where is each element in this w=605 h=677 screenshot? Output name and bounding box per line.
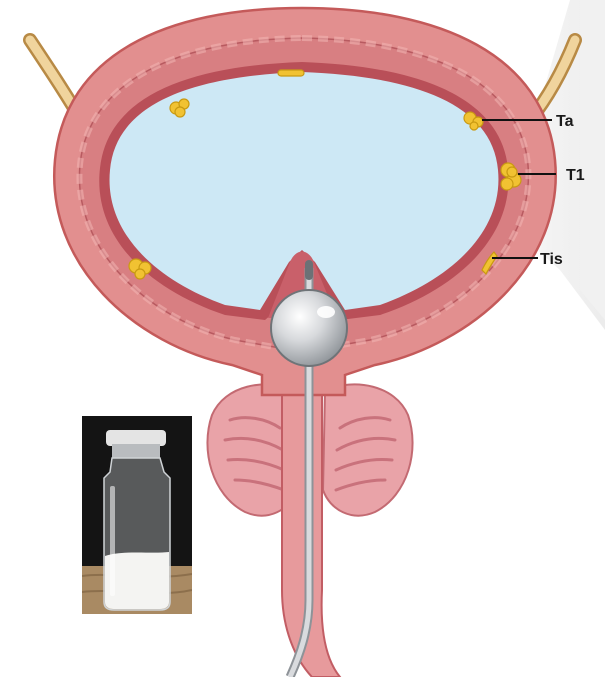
label-ta: Ta [556,113,574,130]
label-tis: Tis [540,251,563,268]
vial-photo-icon [82,416,192,614]
prostate-right-lobe [323,384,413,515]
callout-panel-main [580,0,605,320]
catheter-balloon-icon [271,290,347,366]
label-t1: T1 [566,167,585,184]
catheter-tip [305,260,313,280]
